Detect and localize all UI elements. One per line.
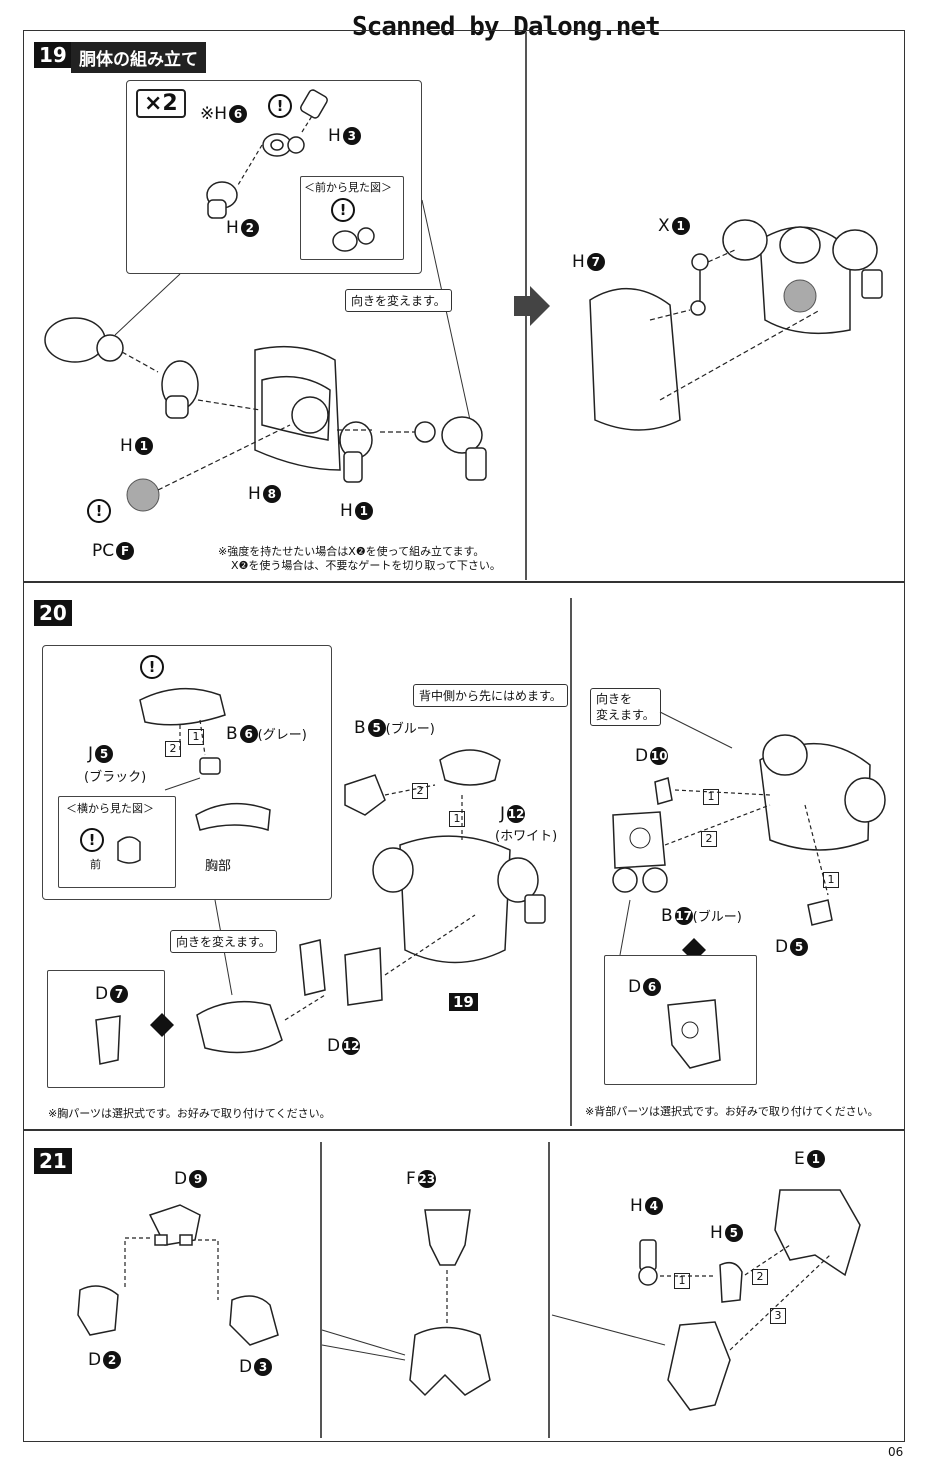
step19-assembly-left (44, 317, 487, 512)
side-view-label: ＜横から見た図＞ (66, 802, 154, 815)
step21-panel (23, 1130, 905, 1442)
step19-number: 19 (34, 42, 72, 68)
step20-chest-parts (117, 687, 383, 1054)
label-j5-color: (ブラック) (84, 770, 147, 785)
multiplier-badge: ×2 (136, 89, 186, 118)
seq-1e: 1 (674, 1269, 690, 1289)
warning-icon: ! (80, 828, 104, 852)
step19-note-1: ※強度を持たせたい場合はX❷を使って組み立てます。 (218, 545, 485, 558)
callout-line: 向きを (596, 692, 633, 706)
seq-1b: 1 (449, 807, 465, 827)
warning-icon: ! (268, 94, 292, 118)
seq-1c: 1 (703, 785, 719, 805)
callout-line: 変えます。 (596, 708, 655, 722)
step19-inset-parts (114, 89, 471, 421)
callout-turn-back: 向きを 変えます。 (590, 688, 661, 726)
label-j12-color: (ホワイト) (495, 829, 558, 844)
warning-icon: ! (87, 499, 111, 523)
page-number: 06 (888, 1445, 904, 1459)
side-view-box (58, 796, 176, 888)
seq-2c: 2 (701, 827, 717, 847)
warning-icon: ! (140, 655, 164, 679)
step20-torso (344, 749, 546, 976)
callout-turn-chest: 向きを変えます。 (170, 930, 277, 953)
callout-back-first: 背中側から先にはめます。 (413, 684, 568, 707)
step20-note-right: ※背部パーツは選択式です。お好みで取り付けてください。 (585, 1105, 879, 1118)
step20-number: 20 (34, 600, 72, 626)
ref-step19: 19 (449, 993, 478, 1011)
step19-title: 胴体の組み立て (71, 42, 206, 73)
step21-number: 21 (34, 1148, 72, 1174)
d6-part (667, 999, 721, 1069)
step21-divider-2 (548, 1142, 550, 1438)
chest-label: 胸部 (205, 859, 232, 874)
step20-back (612, 711, 886, 962)
step19-panel (23, 30, 905, 582)
callout-turn: 向きを変えます。 (345, 289, 452, 312)
warning-icon: ! (331, 198, 355, 222)
watermark: Scanned by Dalong.net (352, 12, 661, 42)
step19-note-2: X❷を使う場合は、不要なゲートを切り取って下さい。 (231, 559, 501, 572)
step19-assembly-right (589, 219, 883, 431)
seq-2b: 2 (412, 779, 428, 799)
seq-3e: 3 (770, 1304, 786, 1324)
seq-1d: 1 (823, 868, 839, 888)
step20-divider (570, 598, 572, 1126)
step20-note-left: ※胸パーツは選択式です。お好みで取り付けてください。 (48, 1107, 331, 1120)
front-label: 前 (90, 858, 101, 871)
seq-2e: 2 (752, 1265, 768, 1285)
d7-part (95, 1013, 174, 1065)
step-arrow-icon (514, 286, 550, 326)
seq-1: 1 (188, 725, 204, 745)
step21-divider-1 (320, 1142, 322, 1438)
front-view-label: ＜前から見た図＞ (304, 181, 392, 194)
step20-panel (23, 582, 905, 1130)
